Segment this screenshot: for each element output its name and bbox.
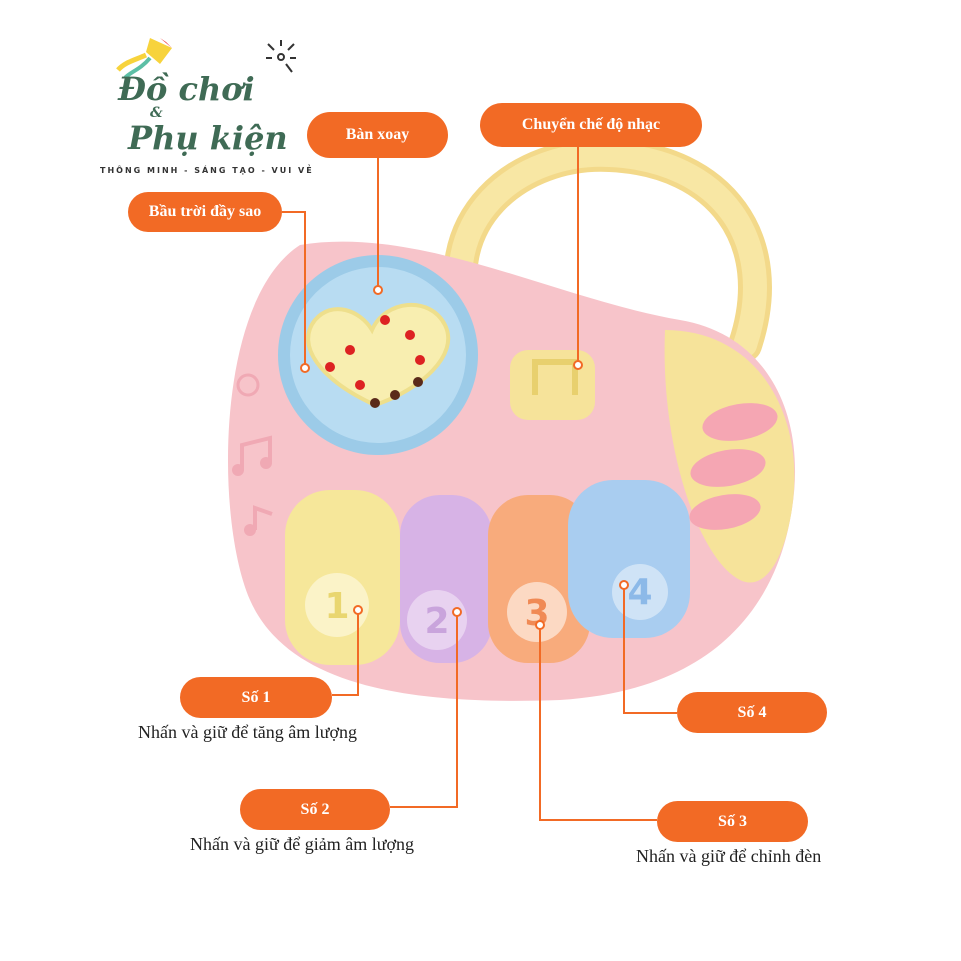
logo-line2: Phụ kiện xyxy=(128,119,288,157)
sun-decoration-icon xyxy=(236,373,260,397)
callout-music-mode: Chuyển chế độ nhạc xyxy=(480,103,702,147)
callout-key-1-desc: Nhấn và giữ để tăng âm lượng xyxy=(138,722,357,742)
key-1 xyxy=(285,490,400,665)
callout-starry-sky: Bầu trời đầy sao xyxy=(128,192,282,232)
callout-key-2-desc: Nhấn và giữ để giảm âm lượng xyxy=(190,834,414,854)
callout-key-4: Số 4 xyxy=(677,692,827,733)
logo-ampersand: & xyxy=(150,105,163,121)
callout-key-2: Số 2 xyxy=(240,789,390,830)
key-4 xyxy=(568,480,690,638)
callout-turntable: Bàn xoay xyxy=(307,112,448,158)
music-note-decoration-icon xyxy=(240,435,272,470)
callout-key-3-desc: Nhấn và giữ để chỉnh đèn xyxy=(636,846,822,866)
sun-icon xyxy=(266,40,296,73)
callout-key-3: Số 3 xyxy=(657,801,808,842)
key-1-number: 1 xyxy=(324,586,349,627)
callout-key-1: Số 1 xyxy=(180,677,332,718)
key-3 xyxy=(488,495,590,663)
logo-tagline: THÔNG MINH - SÁNG TẠO - VUI VẺ xyxy=(100,166,314,175)
logo-line1: Đồ chơi xyxy=(118,70,255,108)
kite-icon xyxy=(116,38,172,80)
heart-star-projector xyxy=(306,302,451,408)
key-4-number: 4 xyxy=(627,572,652,613)
key-2 xyxy=(400,495,492,663)
single-note-decoration-icon xyxy=(253,505,273,530)
key-2-number: 2 xyxy=(424,601,449,642)
leader-lines xyxy=(282,147,677,821)
